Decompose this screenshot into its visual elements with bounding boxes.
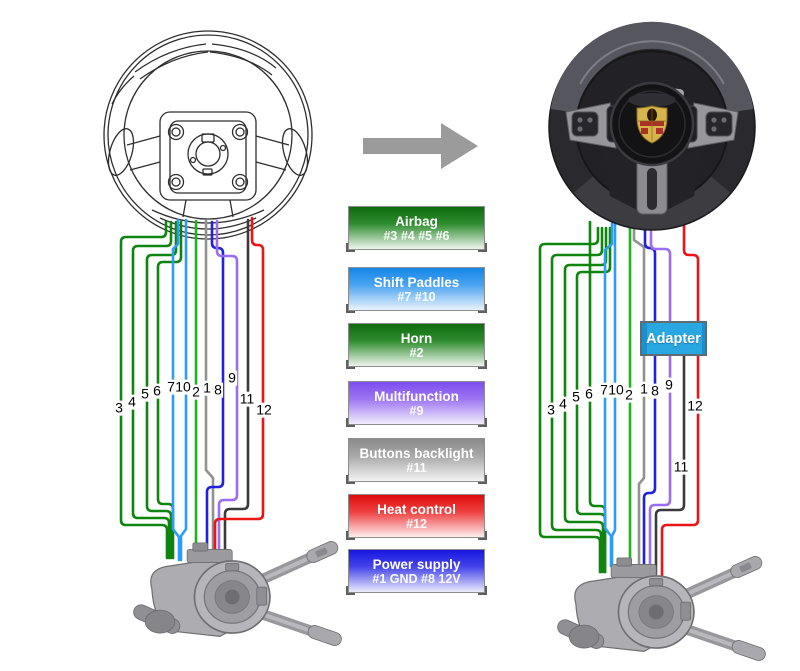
legend-title: Heat control: [377, 501, 456, 517]
wire-left-11: [223, 218, 250, 562]
wire-left-4: [131, 220, 173, 560]
wire-right-10: [610, 218, 617, 568]
wire-right-8: [642, 218, 657, 574]
legend-pins: #7 #10: [397, 289, 436, 304]
wire-right-12: [660, 214, 700, 578]
wire-label-right-9: 9: [664, 376, 674, 393]
legend-pins: #2: [409, 345, 424, 360]
legend-title: Horn: [400, 330, 433, 346]
wire-label-right-3: 3: [546, 401, 556, 418]
wire-label-right-1: 1: [639, 380, 649, 397]
legend-pins: #3 #4 #5 #6: [383, 228, 450, 243]
wire-left-8: [205, 220, 225, 562]
wire-label-left-5: 5: [140, 385, 150, 402]
wire-label-right-11: 11: [672, 458, 690, 475]
legend-title: Buttons backlight: [359, 445, 474, 461]
wire-right-1: [632, 218, 646, 572]
wire-left-1: [204, 219, 215, 562]
wire-label-left-1: 1: [202, 379, 212, 396]
wire-label-left-4: 4: [127, 393, 137, 410]
wire-label-left-10: 10: [174, 378, 192, 395]
wire-left-6: [156, 220, 183, 560]
wire-label-right-2: 2: [624, 386, 634, 403]
wire-right-9: [648, 218, 672, 576]
legend-buttons-backlight: Buttons backlight #11: [346, 438, 487, 484]
wire-label-left-3: 3: [114, 399, 124, 416]
wire-label-left-12: 12: [255, 401, 273, 418]
legend-title: Airbag: [395, 213, 438, 229]
legend-title: Power supply: [372, 556, 461, 572]
wire-label-right-10: 10: [607, 381, 625, 398]
adapter-label: Adapter: [646, 330, 701, 347]
legend-pins: #9: [409, 403, 424, 418]
wire-label-left-6: 6: [152, 382, 162, 399]
legend-pins: #12: [406, 516, 427, 531]
wire-label-left-11: 11: [238, 390, 256, 407]
wire-left-3: [119, 220, 169, 560]
new-steering-wheel-photo: [548, 21, 756, 231]
wire-right-4: [563, 226, 608, 574]
porsche-crest-icon: [636, 105, 668, 144]
adapter-box: Adapter: [640, 321, 707, 356]
wire-right-airbag-extra: [538, 226, 602, 574]
legend-pins: #11: [406, 460, 427, 475]
wire-label-right-7: 7: [599, 381, 609, 398]
wire-left-9: [215, 219, 239, 562]
wire-label-left-9: 9: [227, 369, 237, 386]
legend-horn: Horn #2: [346, 323, 487, 369]
legend-heat-control: Heat control #12: [346, 494, 487, 540]
wire-label-right-5: 5: [571, 388, 581, 405]
wire-label-left-8: 8: [213, 381, 223, 398]
wire-label-right-8: 8: [650, 382, 660, 399]
wire-label-right-12: 12: [686, 397, 704, 414]
wire-label-right-4: 4: [558, 395, 568, 412]
legend-multifunction: Multifunction #9: [346, 381, 487, 427]
wire-label-left-2: 2: [191, 383, 201, 400]
wire-label-right-6: 6: [584, 385, 594, 402]
wire-label-left-7: 7: [166, 378, 176, 395]
legend-shift-paddles: Shift Paddles #7 #10: [346, 267, 487, 313]
column-switch-module-left: [131, 539, 343, 647]
legend-title: Shift Paddles: [373, 274, 460, 290]
wire-left-10: [179, 218, 188, 562]
legend-pins: #1 GND #8 12V: [372, 571, 461, 586]
arrow-right-icon: [363, 123, 478, 169]
wire-right-11: [654, 352, 686, 576]
legend-airbag: Airbag #3 #4 #5 #6: [346, 206, 487, 252]
legend-title: Multifunction: [374, 388, 459, 404]
wire-right-3: [550, 226, 604, 574]
wire-left-12: [213, 216, 265, 562]
old-steering-wheel-drawing: [103, 30, 313, 240]
legend-power-supply: Power supply #1 GND #8 12V: [346, 549, 487, 595]
